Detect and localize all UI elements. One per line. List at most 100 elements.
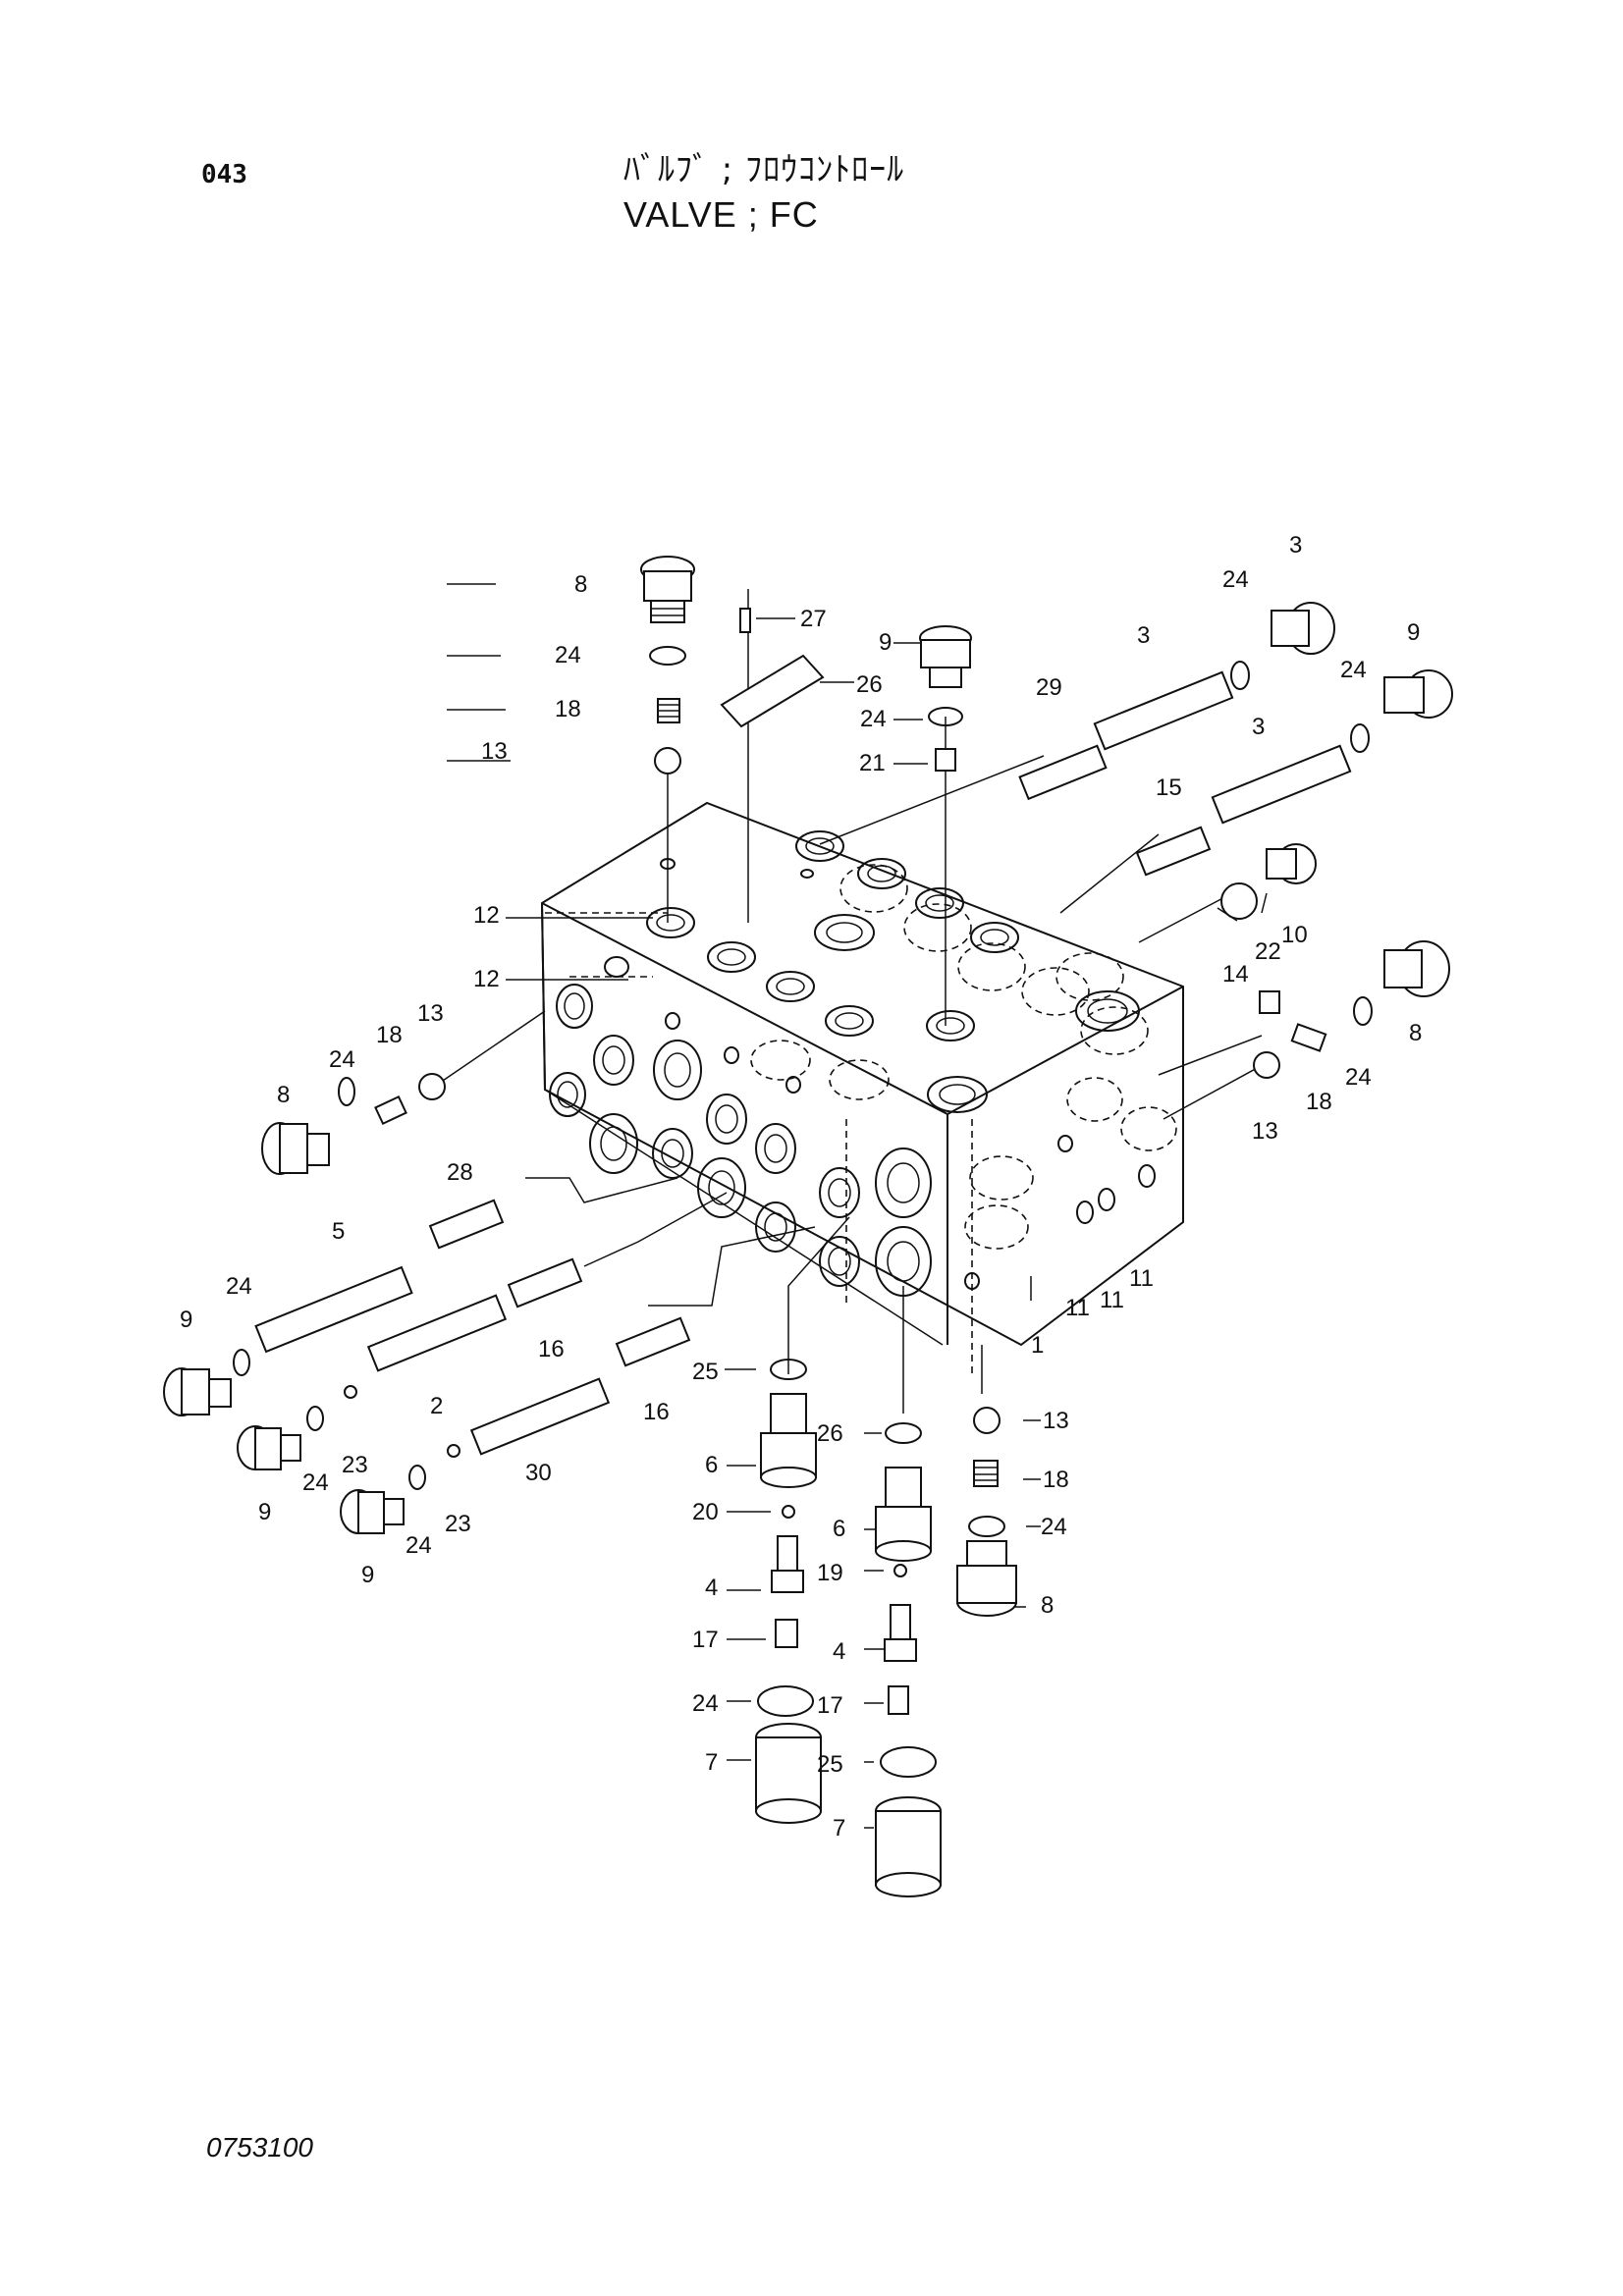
o-ring-24-right-a	[1230, 661, 1250, 690]
o-ring-24-right-c	[1353, 996, 1373, 1026]
ball-19	[893, 1564, 907, 1577]
ball-13-left	[418, 1073, 446, 1100]
callout: 16	[538, 1336, 565, 1362]
title-japanese: ﾊﾞﾙﾌﾞ ; ﾌﾛｳｺﾝﾄﾛｰﾙ	[623, 150, 905, 189]
drawing-number: 0753100	[206, 2132, 314, 2163]
title-english: VALVE ; FC	[623, 194, 819, 235]
ball-20	[782, 1505, 795, 1519]
callout: 24	[226, 1273, 252, 1300]
callout: 13	[1043, 1408, 1069, 1434]
spring-30	[1018, 744, 1108, 801]
callout: 9	[180, 1307, 192, 1333]
parts	[163, 556, 1453, 1897]
callout: 11	[1065, 1295, 1090, 1321]
callout: 2	[430, 1393, 443, 1419]
callout: 18	[376, 1022, 403, 1048]
callout: 17	[817, 1692, 843, 1719]
callout: 4	[705, 1575, 718, 1601]
callout: 9	[879, 629, 892, 656]
o-ring-26-a	[770, 1359, 807, 1380]
spring-16-a	[507, 1257, 583, 1308]
plug-9-left-b	[237, 1425, 301, 1470]
callout: 9	[1407, 619, 1420, 646]
page-code: 043	[201, 160, 247, 189]
callout: 8	[1409, 1020, 1422, 1046]
callout: 16	[643, 1399, 670, 1425]
callout: 23	[445, 1511, 471, 1537]
o-ring-24-left-a	[233, 1349, 250, 1376]
callout: 11	[1100, 1287, 1124, 1313]
ball-13-right	[1253, 1051, 1280, 1079]
callout: 6	[705, 1452, 718, 1478]
o-ring-24-mid	[928, 707, 963, 726]
spring-21	[935, 748, 956, 772]
callout: 14	[1222, 961, 1249, 988]
callout: 24	[406, 1532, 432, 1559]
o-ring-25-a	[757, 1685, 814, 1717]
ball-13-bottom	[973, 1407, 1001, 1434]
spool-3-b	[1211, 744, 1352, 825]
callout: 18	[555, 696, 581, 722]
sleeve-6-a	[760, 1393, 817, 1488]
callout: 23	[342, 1452, 368, 1478]
spring-18-left	[374, 1095, 407, 1125]
callout: 28	[447, 1159, 473, 1186]
part-22	[1259, 990, 1280, 1014]
callout: 12	[473, 966, 500, 992]
spring-18-right	[1290, 1023, 1327, 1052]
spring-18-top	[657, 698, 680, 723]
part-23-b	[447, 1444, 460, 1458]
cap-7-b	[875, 1796, 942, 1897]
callout: 18	[1043, 1467, 1069, 1493]
callout: 18	[1306, 1089, 1332, 1115]
o-ring-24-bottom	[968, 1516, 1005, 1537]
plug-9-left-c	[340, 1489, 405, 1534]
callout: 8	[574, 571, 587, 598]
o-ring-24-left	[338, 1077, 355, 1106]
spring-18-bottom	[973, 1460, 999, 1487]
callout: 24	[1340, 657, 1367, 683]
callout: 4	[833, 1638, 845, 1665]
callout: 24	[1345, 1064, 1372, 1091]
side-face-ports	[964, 1077, 1177, 1290]
callout: 19	[817, 1560, 843, 1586]
plate-27	[720, 654, 825, 728]
callout: 7	[705, 1749, 718, 1776]
callout: 8	[277, 1082, 290, 1108]
o-ring-24-top	[649, 646, 686, 666]
callout: 27	[800, 606, 827, 632]
spring-17-a	[775, 1619, 798, 1648]
callout: 29	[1036, 674, 1062, 701]
callout: 13	[417, 1000, 444, 1027]
callout: 9	[361, 1562, 374, 1588]
cap-7-a	[755, 1723, 822, 1824]
o-ring-26-b	[885, 1422, 922, 1444]
pin-28	[739, 608, 751, 633]
callout: 3	[1289, 532, 1302, 559]
plug-8-right	[1383, 940, 1450, 997]
callout: 24	[302, 1469, 329, 1496]
callout: 24	[1222, 566, 1249, 593]
callout: 3	[1252, 714, 1265, 740]
spring-29	[428, 1199, 505, 1250]
callout: 11	[1129, 1265, 1154, 1292]
callout: 22	[1255, 938, 1281, 965]
callout: 17	[692, 1627, 719, 1653]
callout: 1	[1031, 1332, 1044, 1359]
callout: 24	[555, 642, 581, 668]
spring-16-b	[615, 1316, 691, 1367]
ball-13-top	[654, 747, 681, 774]
callout: 8	[1041, 1592, 1054, 1619]
spool-3-a	[1093, 670, 1234, 751]
callout: 30	[525, 1460, 552, 1486]
plug-10	[1266, 843, 1317, 884]
plug-9-left-a	[163, 1367, 232, 1416]
callout: 26	[817, 1420, 843, 1447]
callout-labels: 1 2 3 3 3 4 4 5 6 6 7 7 8 8 8 8 9 9 9 9 …	[180, 532, 1422, 1842]
o-ring-24-right-b	[1350, 723, 1370, 753]
plug-14	[1220, 882, 1258, 920]
plug-8-top	[640, 556, 695, 623]
spool-31	[469, 1377, 611, 1456]
callout: 24	[692, 1690, 719, 1717]
